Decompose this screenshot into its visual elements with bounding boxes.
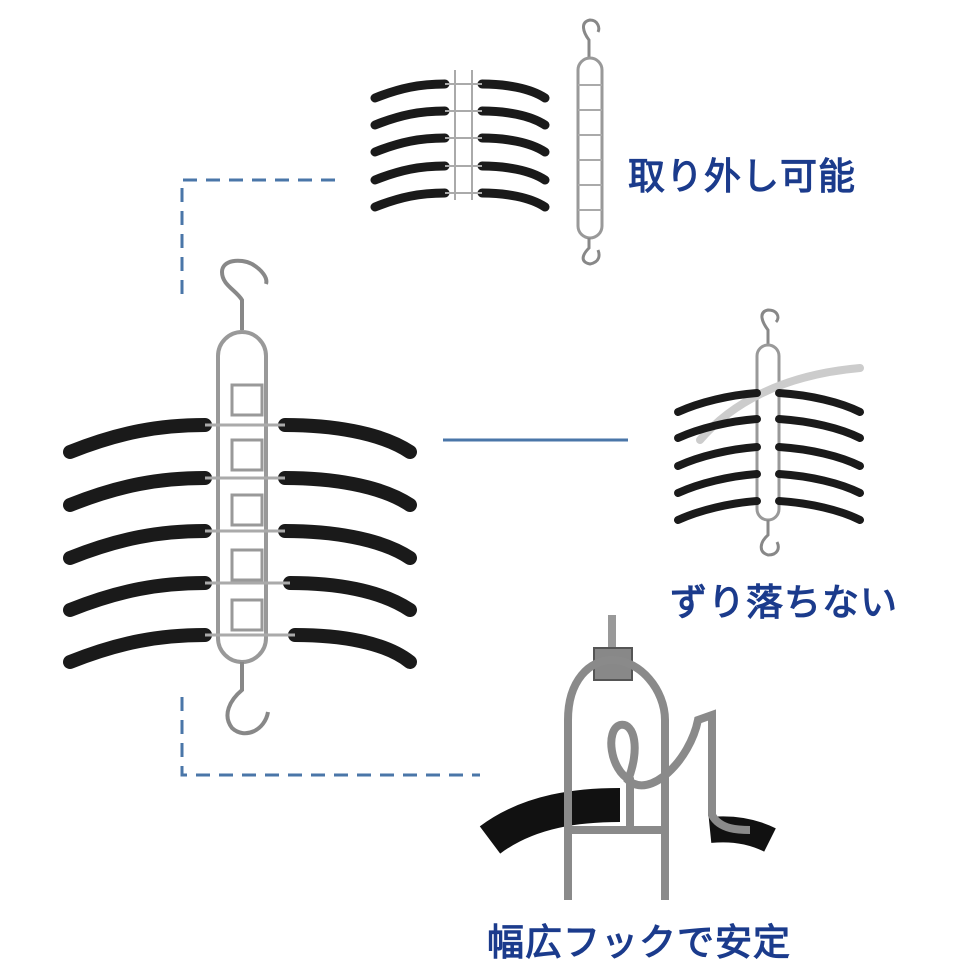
detached-hanger-image — [370, 18, 604, 266]
main-hanger-image — [63, 258, 417, 736]
caption-no-slip: ずり落ちない — [670, 581, 898, 624]
dashed-connector-bottom — [180, 697, 480, 777]
wide-hook-closeup-image — [479, 615, 776, 900]
no-slip-hanger-image — [674, 308, 864, 557]
caption-wide-hook: 幅広フックで安定 — [487, 921, 791, 964]
caption-detachable: 取り外し可能 — [628, 155, 856, 198]
dashed-connector-top — [180, 178, 335, 302]
